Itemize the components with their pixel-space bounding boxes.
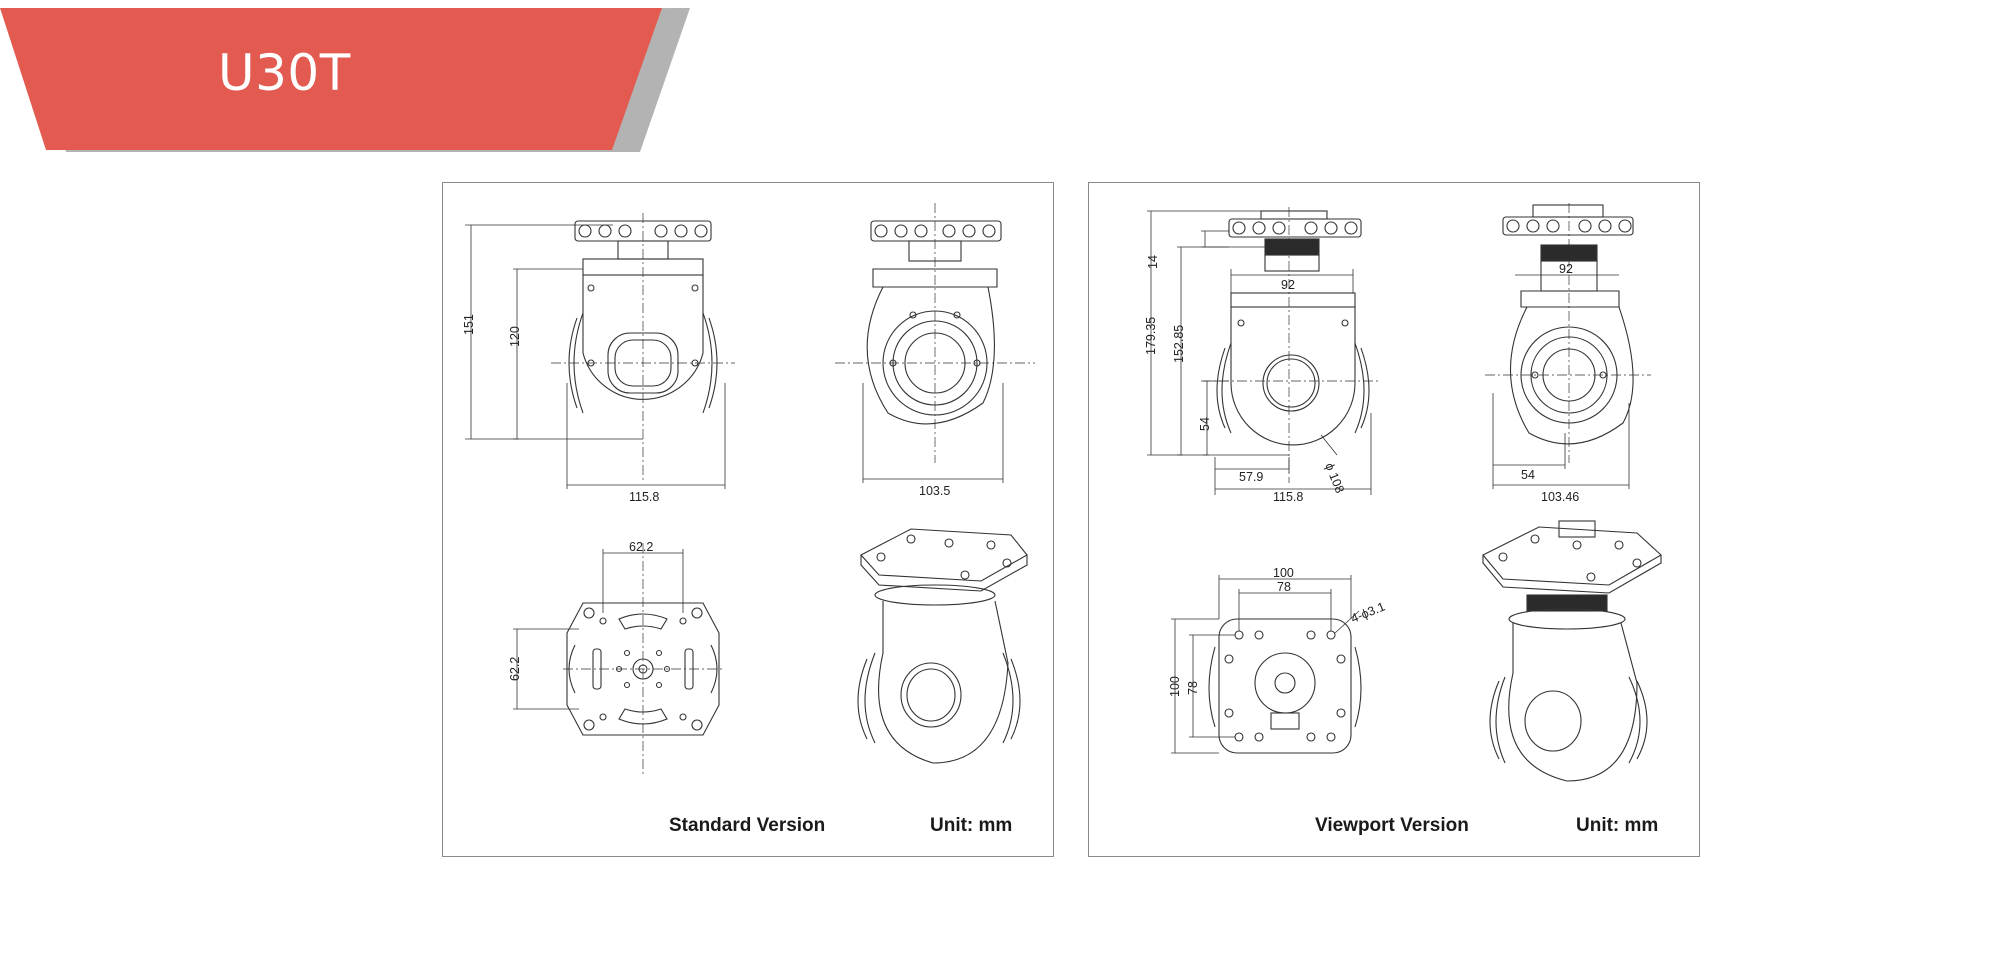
- viewport-version-panel: 14 179.35 152.85 54 92 57.9 115.8 ϕ 108: [1088, 182, 1700, 857]
- version-label: Standard Version: [669, 815, 826, 836]
- unit-label: Unit: mm: [930, 815, 1013, 836]
- dim-mount-height: 62.2: [508, 657, 522, 681]
- dim-hole-spec: 4-ϕ3.1: [1349, 599, 1387, 625]
- dim-width-side: 103.5: [919, 484, 950, 498]
- version-label: Viewport Version: [1315, 815, 1469, 836]
- dim-plate-outer-v: 100: [1168, 676, 1182, 697]
- title-banner: U30T: [0, 0, 700, 160]
- standard-drawing: 151 120 115.8 103.5: [462, 203, 1035, 775]
- dim-lens-height: 54: [1198, 417, 1212, 431]
- dim-lens-offset-side: 54: [1521, 468, 1535, 482]
- dim-neck-width-side: 92: [1559, 262, 1573, 276]
- dim-height-body: 120: [508, 326, 522, 347]
- front-view: [1201, 207, 1381, 483]
- unit-label: Unit: mm: [1576, 815, 1659, 836]
- product-title: U30T: [218, 44, 351, 102]
- isometric-view: [1482, 520, 1662, 782]
- dim-plate-outer: 100: [1273, 566, 1294, 580]
- dim-plate-inner: 78: [1277, 580, 1291, 594]
- dim-height-total: 151: [462, 314, 476, 335]
- dim-ball-diameter: ϕ 108: [1322, 461, 1347, 495]
- side-view: [1485, 203, 1651, 463]
- banner-shape: [0, 8, 690, 152]
- dim-width-front: 115.8: [629, 490, 659, 504]
- viewport-drawing: 14 179.35 152.85 54 92 57.9 115.8 ϕ 108: [1144, 203, 1662, 782]
- bottom-view: [1208, 618, 1362, 754]
- banner-fill: [0, 8, 662, 150]
- front-view: [551, 213, 735, 483]
- dim-width-front: 115.8: [1273, 490, 1303, 504]
- standard-version-panel: 151 120 115.8 103.5: [442, 182, 1054, 857]
- dim-neck-width-front: 92: [1281, 278, 1295, 292]
- side-view: [835, 203, 1035, 463]
- dim-mount-width: 62.2: [629, 540, 653, 554]
- dim-height-total: 179.35: [1144, 317, 1158, 355]
- dim-height-body: 152.85: [1172, 325, 1186, 363]
- dim-lens-offset-front: 57.9: [1239, 470, 1263, 484]
- isometric-view: [857, 528, 1028, 764]
- dim-width-side: 103.46: [1541, 490, 1579, 504]
- bottom-view: [563, 543, 725, 775]
- dim-top-height: 14: [1146, 255, 1160, 269]
- dim-plate-inner-v: 78: [1186, 681, 1200, 695]
